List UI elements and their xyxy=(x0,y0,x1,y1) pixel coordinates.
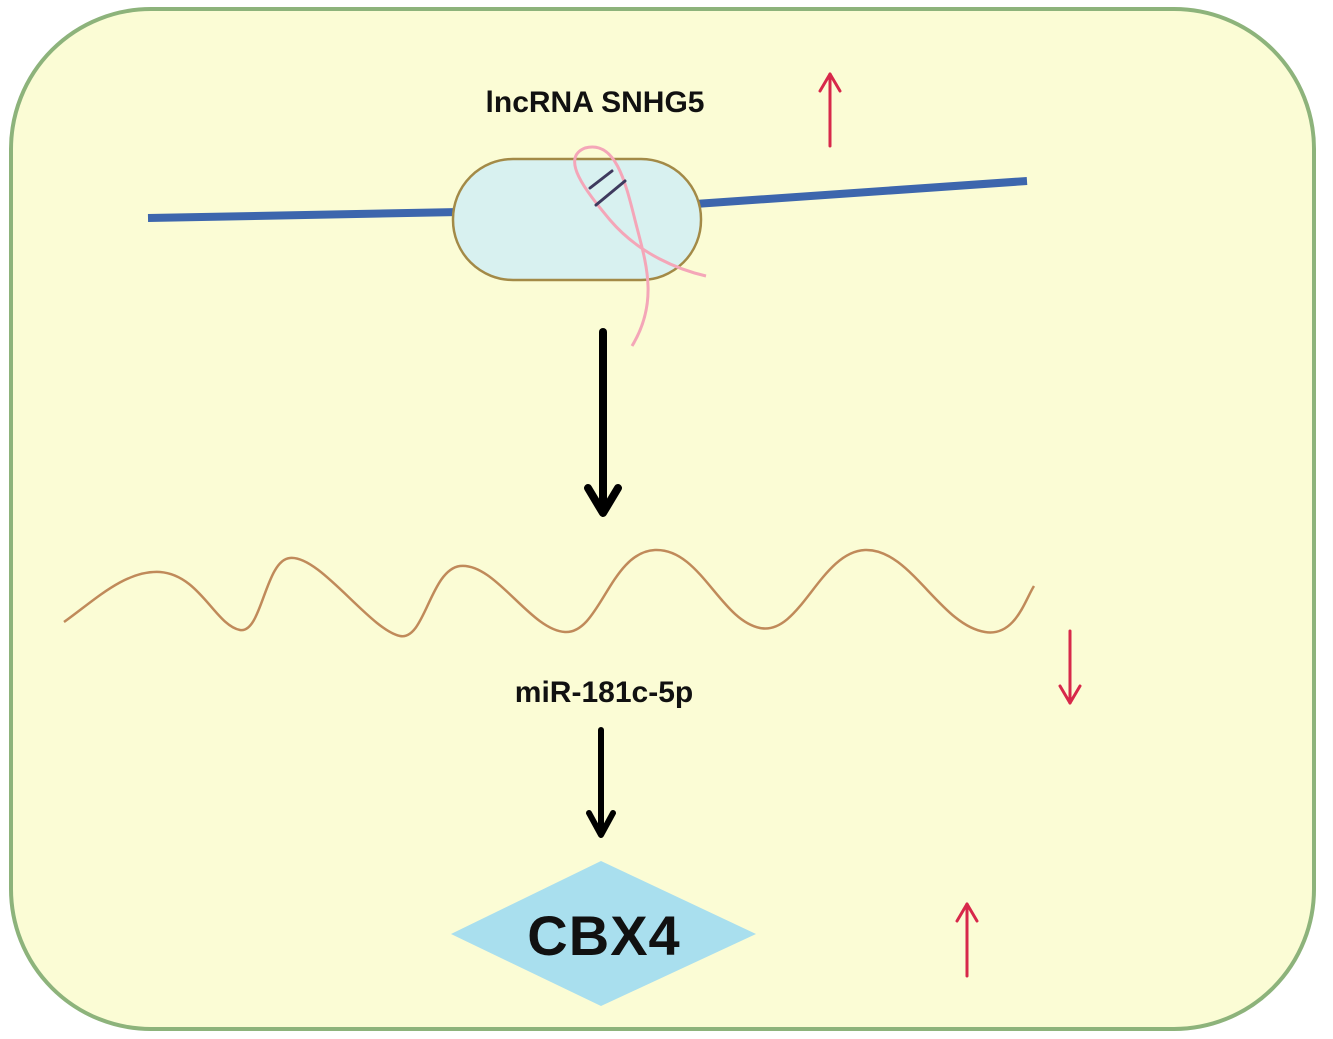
flow-arrow-2-icon xyxy=(586,727,616,838)
mirna-strand xyxy=(63,548,1036,638)
target-up-arrow-icon xyxy=(955,902,979,978)
slash-mark-1 xyxy=(588,169,614,190)
transcription-capsule xyxy=(451,157,703,282)
lncrna-up-arrow-icon xyxy=(818,72,842,148)
mirna-down-arrow-icon xyxy=(1058,629,1082,705)
cell-boundary xyxy=(9,7,1316,1031)
dna-strand-left xyxy=(147,208,461,222)
flow-arrow-1-icon xyxy=(584,328,622,517)
target-gene-label: CBX4 xyxy=(527,904,681,967)
dna-strand-right xyxy=(694,177,1028,208)
lncrna-label: lncRNA SNHG5 xyxy=(485,86,705,119)
lncrna-strand xyxy=(573,145,707,347)
mirna-label: miR-181c-5p xyxy=(514,676,694,709)
slash-mark-2 xyxy=(594,179,627,207)
target-diamond xyxy=(451,861,756,1006)
